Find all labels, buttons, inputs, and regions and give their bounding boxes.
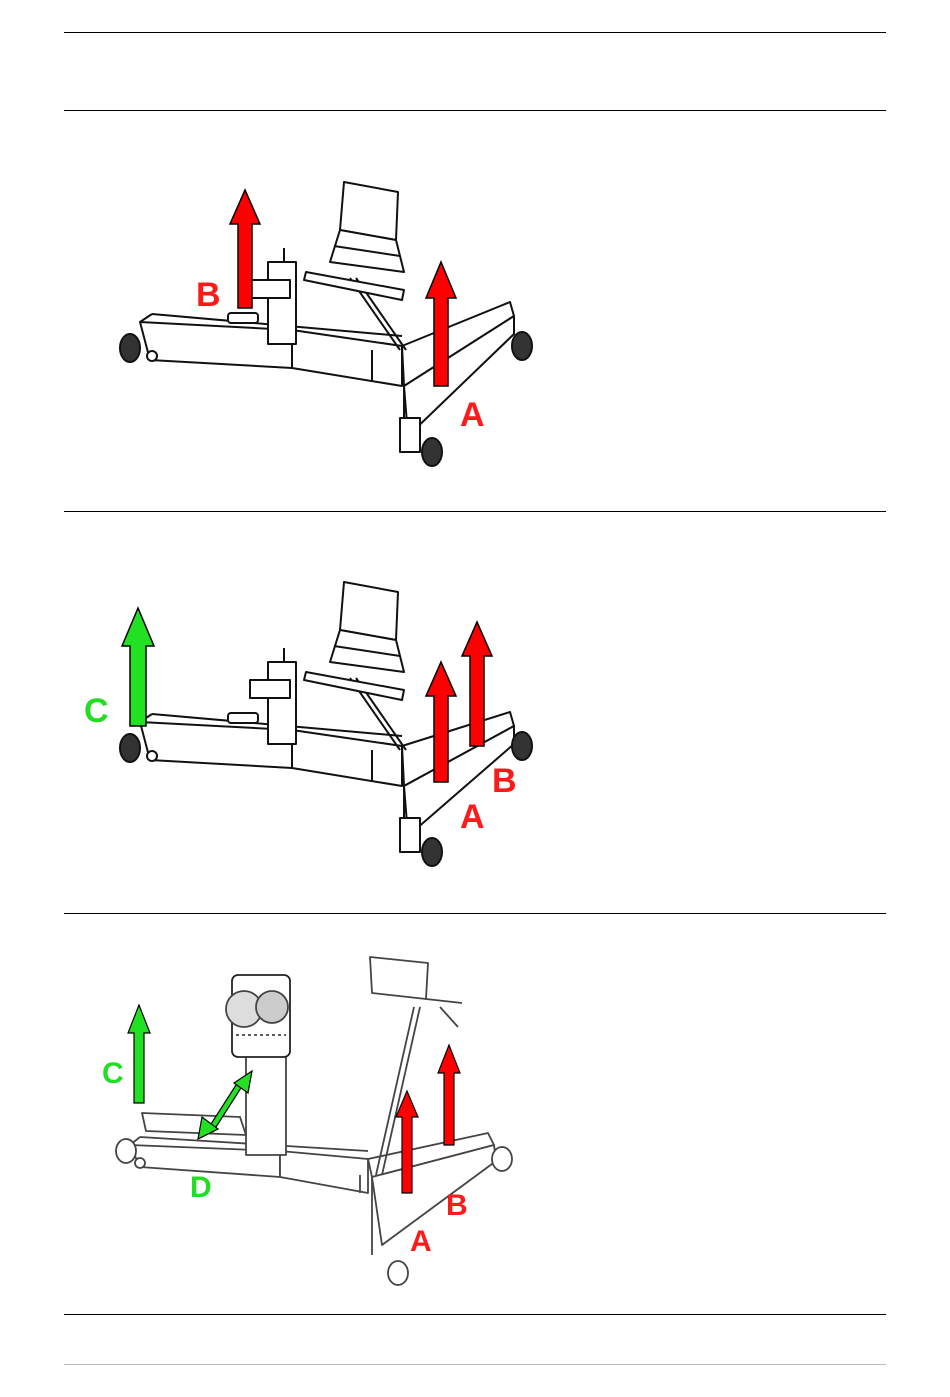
footer-rule (64, 1364, 886, 1365)
red-arrow-b (438, 1045, 460, 1145)
figure-2-label-a: A (460, 798, 485, 836)
figure-2-frame-illustration: C B A (0, 570, 950, 890)
figure-2-label-c: C (84, 692, 109, 730)
figure-1-label-a: A (460, 396, 485, 434)
figure-2-label-b: B (492, 762, 517, 800)
section-divider-3 (64, 1314, 886, 1315)
figure-3-frame-illustration: C D B A (0, 945, 950, 1305)
section-divider-2 (64, 913, 886, 914)
figure-3-label-a: A (410, 1225, 432, 1258)
figure-3-label-c: C (102, 1057, 124, 1090)
green-arrow-c (128, 1005, 150, 1103)
header-bottom-rule (64, 110, 886, 111)
header-top-rule (64, 32, 886, 33)
figure-3-label-d: D (190, 1171, 212, 1204)
figure-1-label-b: B (196, 276, 221, 314)
section-divider-1 (64, 511, 886, 512)
figure-1-frame-illustration: B A (0, 150, 950, 490)
figure-3-label-b: B (446, 1189, 468, 1222)
green-arrow-c (122, 608, 154, 726)
